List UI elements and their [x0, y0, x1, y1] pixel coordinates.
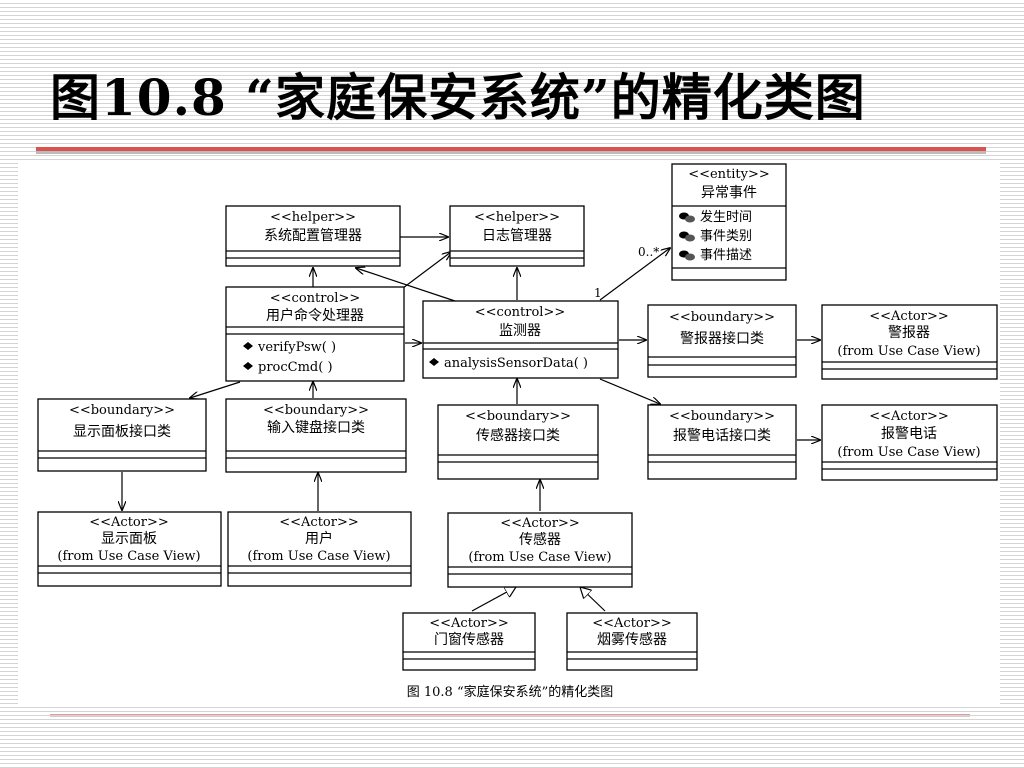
useractor-stereotype: <<Actor>>: [279, 515, 359, 530]
edge-usercmd-to-log: [402, 252, 451, 289]
method-diamond-icon: [429, 358, 439, 366]
usercmd-stereotype: <<control>>: [270, 291, 360, 306]
edge-monitor-to-sysconfig: [356, 268, 456, 302]
alarmif-name: 警报器接口类: [680, 330, 764, 347]
monitor-name: 监测器: [499, 323, 541, 339]
actor-sensor: [447, 512, 633, 588]
sensoractor-sub: (from Use Case View): [468, 550, 611, 565]
doorsensor-stereotype: <<Actor>>: [429, 616, 509, 631]
bottom-rule-gray: [50, 716, 970, 717]
connectors: [122, 237, 820, 612]
keyboardif-name: 输入键盘接口类: [267, 419, 365, 436]
bottom-rule-red: [50, 714, 970, 715]
figure-caption: 图 10.8 “家庭保安系统”的精化类图: [407, 684, 614, 700]
useractor-name: 用户: [305, 530, 333, 547]
attribute-icon: [679, 231, 695, 242]
attribute-icon: [679, 250, 695, 261]
class-diagram: 1 0..*: [37, 163, 998, 700]
exception-stereotype: <<entity>>: [688, 167, 770, 182]
phoneactor-name: 报警电话: [881, 426, 937, 442]
class-monitor: [422, 300, 619, 379]
actor-door-window-sensor: [402, 612, 536, 671]
actor-alarm-phone: [821, 404, 998, 481]
actor-user: [227, 511, 412, 587]
smokesensor-name: 烟雾传感器: [597, 631, 667, 648]
exception-attr-3: 事件描述: [700, 248, 752, 263]
diagram-panel: 1 0..*: [18, 160, 1000, 706]
phoneif-stereotype: <<boundary>>: [669, 409, 775, 424]
method-diamond-icon: [243, 362, 253, 370]
class-alarm-interface: [647, 304, 797, 378]
edge-door-to-sensor: [471, 587, 516, 612]
phoneactor-stereotype: <<Actor>>: [869, 409, 949, 424]
class-display-panel-interface: [37, 398, 207, 472]
class-user-command-processor: [225, 286, 405, 382]
multiplicity-many: 0..*: [638, 245, 659, 259]
actor-alarm: [821, 304, 998, 380]
sysconfig-name: 系统配置管理器: [264, 228, 362, 244]
edge-monitor-to-phoneif: [599, 378, 660, 404]
smokesensor-stereotype: <<Actor>>: [592, 616, 672, 631]
phoneactor-sub: (from Use Case View): [837, 445, 980, 460]
class-phone-interface: [647, 404, 797, 480]
sysconfig-stereotype: <<helper>>: [270, 210, 356, 225]
slide-title: 图10.8 “家庭保安系统”的精化类图: [50, 68, 866, 127]
alarmif-stereotype: <<boundary>>: [669, 310, 775, 325]
displayif-stereotype: <<boundary>>: [69, 403, 175, 418]
displayactor-sub: (from Use Case View): [57, 549, 200, 564]
title-underline-gray: [36, 151, 986, 154]
useractor-sub: (from Use Case View): [247, 549, 390, 564]
exception-name: 异常事件: [701, 185, 757, 201]
keyboardif-stereotype: <<boundary>>: [263, 403, 369, 418]
displayif-name: 显示面板接口类: [73, 423, 171, 440]
logmgr-stereotype: <<helper>>: [474, 210, 560, 225]
class-system-config-manager: [225, 205, 401, 267]
sensorif-stereotype: <<boundary>>: [465, 409, 571, 424]
exception-attr-2: 事件类别: [700, 229, 752, 244]
alarmactor-stereotype: <<Actor>>: [869, 309, 949, 324]
alarmactor-sub: (from Use Case View): [837, 344, 980, 359]
edge-smoke-to-sensor: [580, 587, 606, 612]
usercmd-name: 用户命令处理器: [266, 307, 364, 324]
sensoractor-name: 传感器: [519, 531, 561, 548]
phoneif-name: 报警电话接口类: [673, 427, 771, 444]
title-underline-red: [36, 147, 986, 151]
attribute-icon: [679, 212, 695, 223]
actor-display-panel: [37, 511, 222, 587]
actor-smoke-sensor: [566, 612, 698, 671]
usercmd-method-1: verifyPsw( ): [257, 340, 336, 355]
usercmd-method-2: procCmd( ): [258, 360, 333, 375]
exception-attr-1: 发生时间: [700, 209, 752, 225]
doorsensor-name: 门窗传感器: [434, 631, 504, 648]
displayactor-name: 显示面板: [101, 531, 157, 547]
sensoractor-stereotype: <<Actor>>: [500, 516, 580, 531]
method-diamond-icon: [243, 342, 253, 350]
logmgr-name: 日志管理器: [482, 228, 552, 244]
sensorif-name: 传感器接口类: [476, 427, 560, 444]
displayactor-stereotype: <<Actor>>: [89, 515, 169, 530]
class-log-manager: [449, 205, 585, 267]
monitor-stereotype: <<control>>: [475, 305, 565, 320]
alarmactor-name: 警报器: [888, 325, 930, 341]
multiplicity-one: 1: [594, 286, 602, 300]
class-sensor-interface: [437, 404, 599, 480]
edge-usercmd-to-displayif: [190, 381, 241, 398]
monitor-method-1: analysisSensorData( ): [444, 356, 588, 371]
class-keyboard-interface: [225, 398, 407, 473]
edge-monitor-to-exception: [599, 248, 670, 301]
